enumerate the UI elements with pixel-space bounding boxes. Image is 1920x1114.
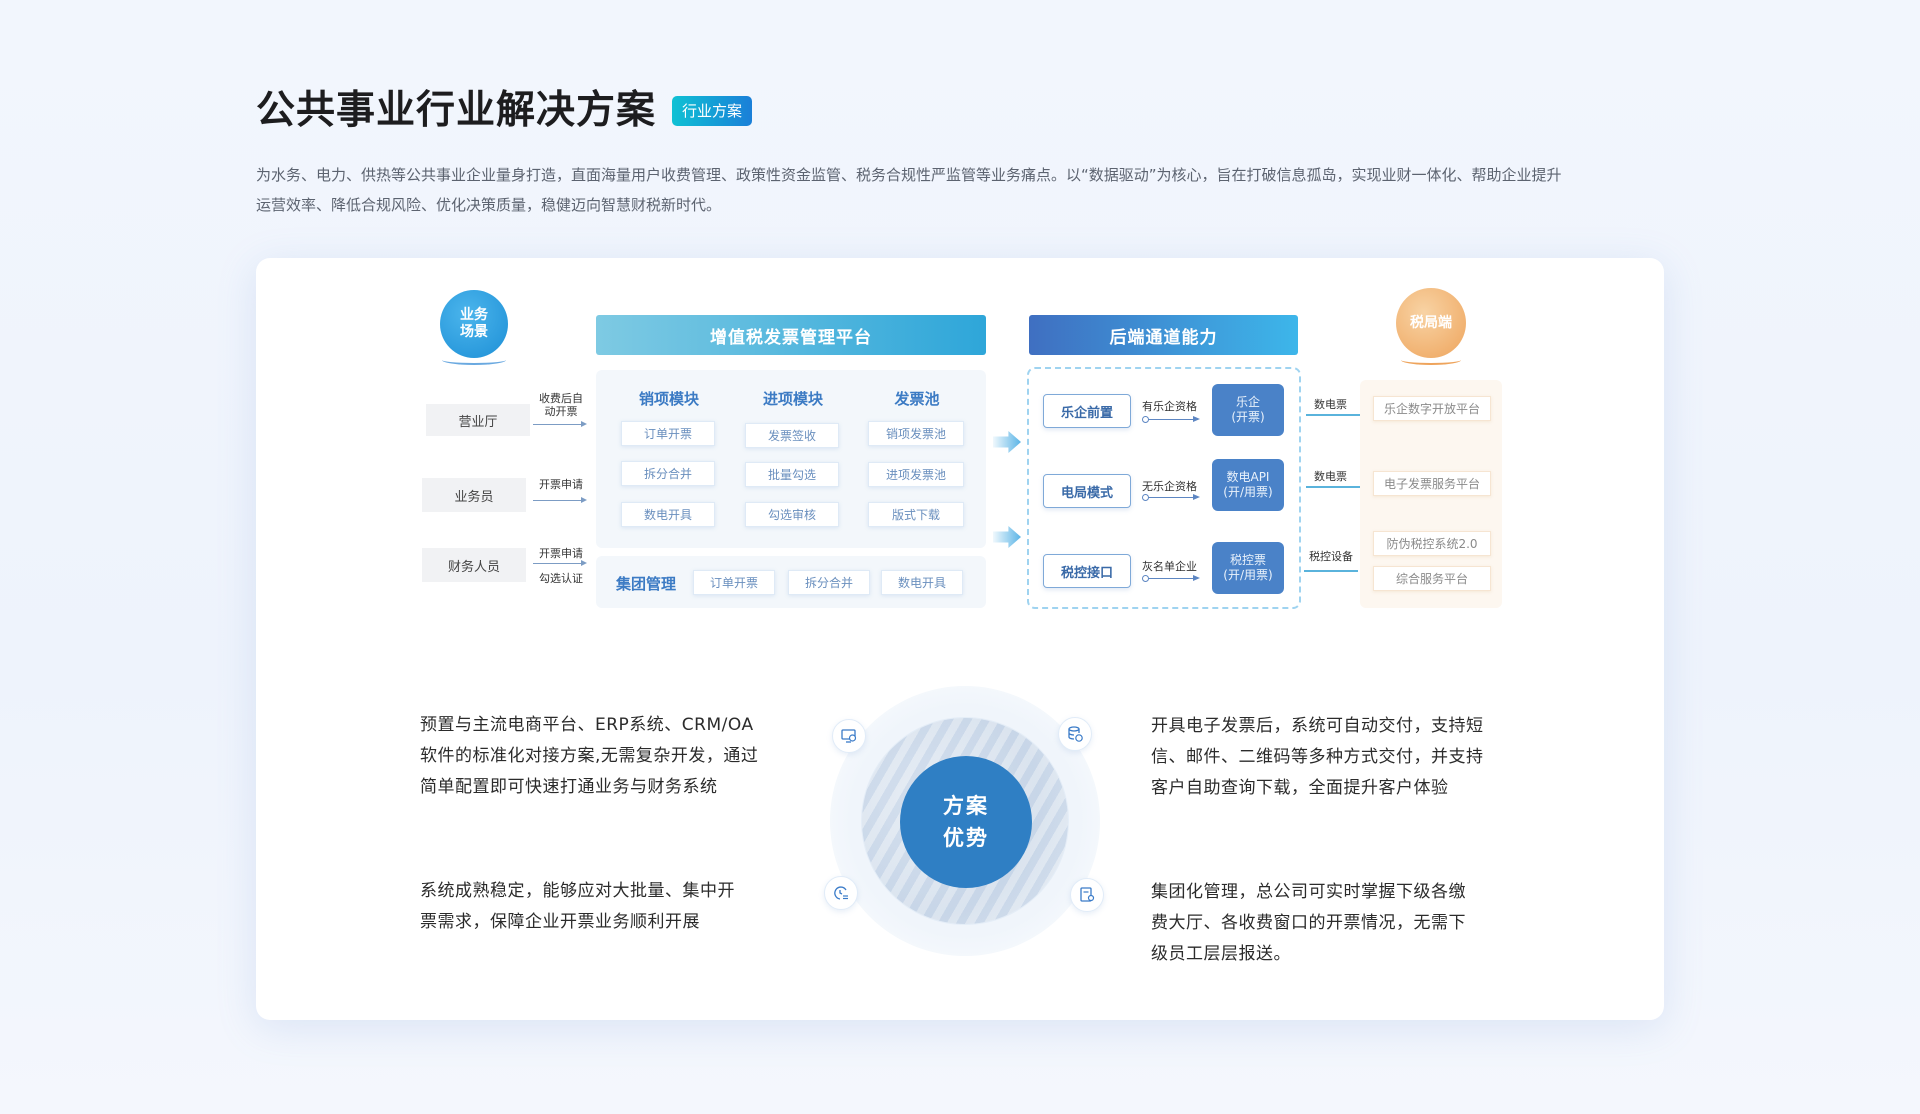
advantage-line: 简单配置即可快速打通业务与财务系统 <box>420 777 718 797</box>
advantage-delivery: 开具电子发票后，系统可自动交付，支持短 信、邮件、二维码等多种方式交付，并支持 … <box>1151 711 1551 804</box>
database-download-icon <box>1058 717 1092 751</box>
arrow-icon <box>533 560 587 566</box>
arrow-icon <box>1142 416 1200 423</box>
group-chip: 拆分合并 <box>788 570 870 595</box>
flow-arrow-icon <box>993 431 1021 453</box>
channel-line-2: (开票) <box>1231 410 1265 424</box>
condition-label: 无乐企资格 <box>1142 480 1197 493</box>
flow-arrow-icon <box>993 526 1021 548</box>
advantage-integration: 预置与主流电商平台、ERP系统、CRM/OA 软件的标准化对接方案,无需复杂开发… <box>420 710 820 803</box>
description-line-2: 运营效率、降低合规风险、优化决策质量，稳健迈向智慧财税新时代。 <box>256 196 722 214</box>
role-action-label: 收费后自 动开票 <box>530 392 592 418</box>
column-title-invoice-pool: 发票池 <box>894 390 940 408</box>
module-chip: 订单开票 <box>621 421 715 446</box>
channel-box: 税控票 (开/用票) <box>1212 542 1284 594</box>
advantage-line: 系统成熟稳定，能够应对大批量、集中开 <box>420 881 735 901</box>
link-label: 税控设备 <box>1309 550 1353 563</box>
mode-box: 电局模式 <box>1043 474 1131 508</box>
group-chip: 数电开具 <box>881 570 963 595</box>
core-line-1: 方案 <box>943 794 989 818</box>
connector-line <box>1306 486 1360 488</box>
scene-line-1: 业务 <box>460 307 488 323</box>
module-chip: 勾选审核 <box>745 502 839 527</box>
link-label: 数电票 <box>1314 398 1347 411</box>
role-finance-staff: 财务人员 <box>422 548 526 582</box>
advantage-line: 客户自助查询下载，全面提升客户体验 <box>1151 778 1449 798</box>
connector-line <box>1304 570 1358 572</box>
tax-platform-chip: 电子发票服务平台 <box>1373 471 1491 496</box>
arrow-icon <box>1142 494 1200 501</box>
channel-box: 乐企 (开票) <box>1212 384 1284 436</box>
scene-base-ellipse <box>442 355 506 365</box>
column-title-purchase: 进项模块 <box>762 390 823 408</box>
advantage-group-management: 集团化管理，总公司可实时掌握下级各缴 费大厅、各收费窗口的开票情况，无需下 级员… <box>1151 877 1551 970</box>
condition-label: 灰名单企业 <box>1142 560 1197 573</box>
advantage-line: 开具电子发票后，系统可自动交付，支持短 <box>1151 716 1484 736</box>
role-action-below: 勾选认证 <box>539 572 583 585</box>
group-management-title: 集团管理 <box>615 575 676 593</box>
tax-platform-chip: 防伪税控系统2.0 <box>1373 531 1491 556</box>
role-business-hall: 营业厅 <box>426 404 530 436</box>
core-line-2: 优势 <box>943 826 989 850</box>
tax-bureau-circle: 税局端 <box>1396 288 1466 358</box>
mode-box: 乐企前置 <box>1043 394 1131 428</box>
advantage-line: 信、邮件、二维码等多种方式交付，并支持 <box>1151 747 1484 767</box>
tax-platform-chip: 综合服务平台 <box>1373 566 1491 591</box>
channel-line-1: 数电API <box>1226 470 1270 484</box>
group-chip: 订单开票 <box>693 570 775 595</box>
monitor-settings-icon <box>832 719 866 753</box>
column-title-sales: 销项模块 <box>638 390 699 408</box>
module-chip: 进项发票池 <box>868 462 964 487</box>
connector-line <box>1306 414 1360 416</box>
tax-platform-chip: 乐企数字开放平台 <box>1373 396 1491 421</box>
channel-line-2: (开/用票) <box>1223 568 1273 582</box>
module-chip: 版式下载 <box>868 502 964 527</box>
advantage-line: 票需求，保障企业开票业务顺利开展 <box>420 912 700 932</box>
module-chip: 批量勾选 <box>745 462 839 487</box>
advantage-line: 软件的标准化对接方案,无需复杂开发，通过 <box>420 746 759 766</box>
module-chip: 销项发票池 <box>868 421 964 446</box>
mode-box: 税控接口 <box>1043 554 1131 588</box>
advantage-stability: 系统成熟稳定，能够应对大批量、集中开 票需求，保障企业开票业务顺利开展 <box>420 876 820 938</box>
module-chip: 拆分合并 <box>621 461 715 486</box>
page-description: 为水务、电力、供热等公共事业企业量身打造，直面海量用户收费管理、政策性资金监管、… <box>256 160 1666 220</box>
action-line-1: 收费后自 <box>539 392 583 405</box>
history-list-icon <box>824 876 858 910</box>
channel-box: 数电API (开/用票) <box>1212 459 1284 511</box>
module-chip: 数电开具 <box>621 502 715 527</box>
link-label: 数电票 <box>1314 470 1347 483</box>
advantage-core-circle: 方案 优势 <box>900 756 1032 888</box>
module-chip: 发票签收 <box>745 423 839 448</box>
advantage-line: 费大厅、各收费窗口的开票情况，无需下 <box>1151 913 1466 933</box>
arrow-icon <box>1142 575 1200 582</box>
industry-badge: 行业方案 <box>672 96 752 126</box>
advantage-line: 级员工层层报送。 <box>1151 944 1291 964</box>
page-title: 公共事业行业解决方案 <box>256 88 657 133</box>
business-scene-circle: 业务 场景 <box>440 290 508 358</box>
role-action-label: 开票申请 <box>539 547 583 560</box>
channel-line-2: (开/用票) <box>1223 485 1273 499</box>
advantage-line: 预置与主流电商平台、ERP系统、CRM/OA <box>420 715 754 735</box>
scene-line-2: 场景 <box>460 324 488 340</box>
channel-line-1: 税控票 <box>1229 553 1266 567</box>
backend-dashed-box <box>1027 367 1301 609</box>
role-salesperson: 业务员 <box>422 478 526 512</box>
role-action-label: 开票申请 <box>539 478 583 491</box>
document-user-icon <box>1070 878 1104 912</box>
arrow-icon <box>533 421 587 427</box>
description-line-1: 为水务、电力、供热等公共事业企业量身打造，直面海量用户收费管理、政策性资金监管、… <box>256 166 1562 184</box>
condition-label: 有乐企资格 <box>1142 400 1197 413</box>
arrow-icon <box>533 497 587 503</box>
backend-title: 后端通道能力 <box>1029 315 1298 355</box>
platform-title: 增值税发票管理平台 <box>596 315 986 355</box>
advantage-line: 集团化管理，总公司可实时掌握下级各缴 <box>1151 882 1466 902</box>
action-line-2: 动开票 <box>544 405 578 418</box>
channel-line-1: 乐企 <box>1235 395 1260 409</box>
tax-base-ellipse <box>1401 355 1461 365</box>
